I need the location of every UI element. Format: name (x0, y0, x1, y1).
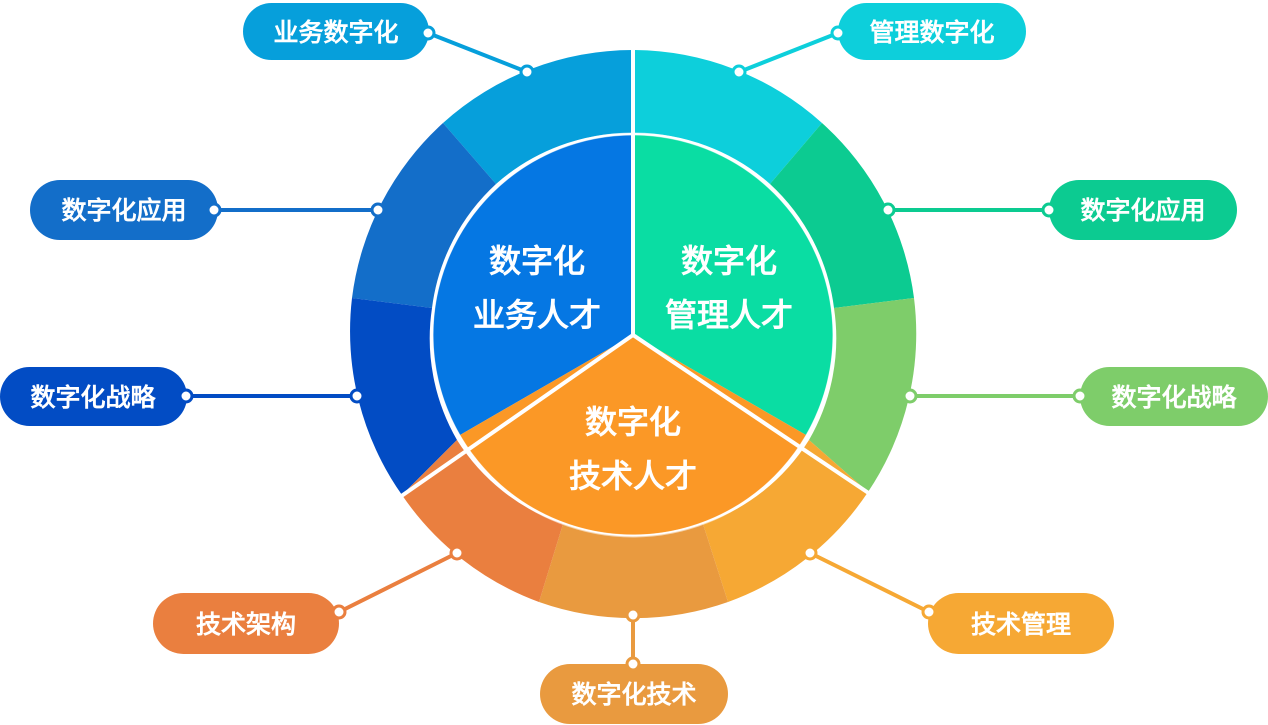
pill-technology-management: 技术管理 (928, 593, 1114, 654)
business-title-line1: 数字化 (489, 242, 585, 280)
technology-title-line1: 数字化 (585, 403, 681, 441)
connector-technology-architecture (338, 551, 458, 614)
dot (349, 388, 365, 404)
dot (519, 64, 535, 80)
technology-title-line2: 技术人才 (569, 457, 697, 495)
pill-label: 数字化战略 (1111, 383, 1237, 412)
inner-circle (430, 132, 836, 538)
dot (625, 607, 641, 623)
outer-segment-technology-architecture (402, 440, 563, 602)
dot (370, 202, 386, 218)
outer-segment-technology-digital-tech (539, 524, 728, 619)
outer-segment-technology-management (703, 440, 868, 602)
dot (830, 25, 846, 41)
pill-label: 数字化应用 (61, 196, 186, 225)
labels: 业务数字化 数字化应用 数字化战略 管理数字化 数字化应用 数字化战略 技术管理 (0, 3, 1268, 724)
dot (802, 545, 818, 561)
dot (1072, 388, 1088, 404)
outer-segment-management-digital-strategy (809, 298, 917, 492)
pill-label: 技术架构 (196, 610, 296, 639)
business-title-line2: 业务人才 (473, 296, 601, 334)
management-title-line1: 数字化 (681, 242, 777, 280)
pill-technology-architecture: 技术架构 (153, 593, 339, 654)
pill-business-digital-strategy: 数字化战略 (0, 367, 187, 426)
dot (731, 64, 747, 80)
dot (449, 545, 465, 561)
dot (178, 388, 194, 404)
dot (880, 202, 896, 218)
dot (1041, 202, 1057, 218)
pill-management-digital-strategy: 数字化战略 (1080, 367, 1268, 426)
outer-segment-business-digitization (443, 50, 633, 184)
pill-label: 业务数字化 (273, 18, 398, 47)
pill-management-digital-application: 数字化应用 (1049, 180, 1237, 240)
inner-sector-management (633, 135, 833, 435)
ring-dividers (398, 48, 872, 499)
dot (420, 25, 436, 41)
divider-right (631, 333, 872, 496)
pill-label: 数字化战略 (30, 383, 156, 412)
outer-segment-management-digitization (633, 50, 822, 184)
connector-business-digitization (427, 31, 528, 74)
pill-management-digitization: 管理数字化 (838, 3, 1026, 60)
dot (902, 388, 918, 404)
inner-sector-technology (460, 335, 806, 535)
pill-label: 数字化技术 (571, 680, 696, 709)
pill-technology-digital-tech: 数字化技术 (540, 664, 728, 724)
management-title-line2: 管理人才 (665, 296, 793, 334)
dot (206, 202, 222, 218)
pill-label: 数字化应用 (1080, 196, 1205, 225)
pill-label: 管理数字化 (869, 18, 994, 47)
divider-left (398, 333, 635, 499)
outer-segment-business-digital-application (352, 123, 496, 308)
center-labels: 数字化 业务人才 数字化 管理人才 数字化 技术人才 (473, 242, 793, 495)
pill-business-digitization: 业务数字化 (243, 3, 429, 60)
dot (331, 604, 347, 620)
dot (625, 656, 641, 672)
outer-segment-business-digital-strategy (350, 298, 457, 495)
outer-ring (350, 50, 917, 619)
pill-business-digital-application: 数字化应用 (30, 180, 218, 240)
inner-sector-business (433, 135, 633, 435)
connector-dots (178, 25, 1088, 672)
connectors (186, 31, 1080, 664)
outer-segment-management-digital-application (770, 123, 914, 308)
connector-technology-management (809, 551, 930, 614)
dot (921, 604, 937, 620)
connector-management-digitization (738, 31, 839, 74)
pill-label: 技术管理 (971, 610, 1071, 639)
